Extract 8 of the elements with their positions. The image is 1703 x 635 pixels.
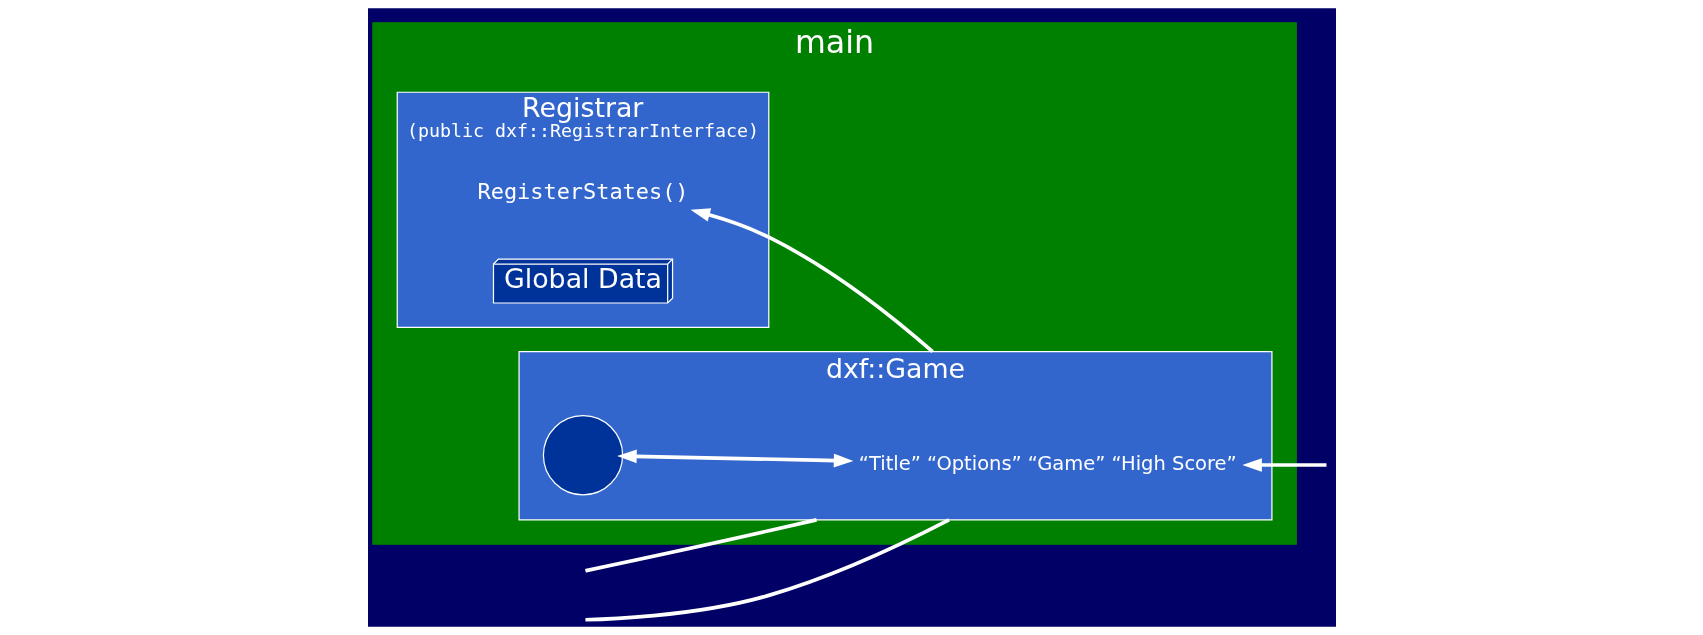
arrow — [616, 449, 853, 468]
arrow — [1241, 458, 1326, 472]
node-text: RegisterStates() — [477, 178, 689, 204]
connector — [584, 518, 950, 622]
arrow — [690, 208, 934, 354]
node-text: “Title” “Options” “Game” “High Score” — [858, 451, 1237, 475]
connector — [584, 518, 817, 573]
node-circle — [542, 415, 623, 496]
